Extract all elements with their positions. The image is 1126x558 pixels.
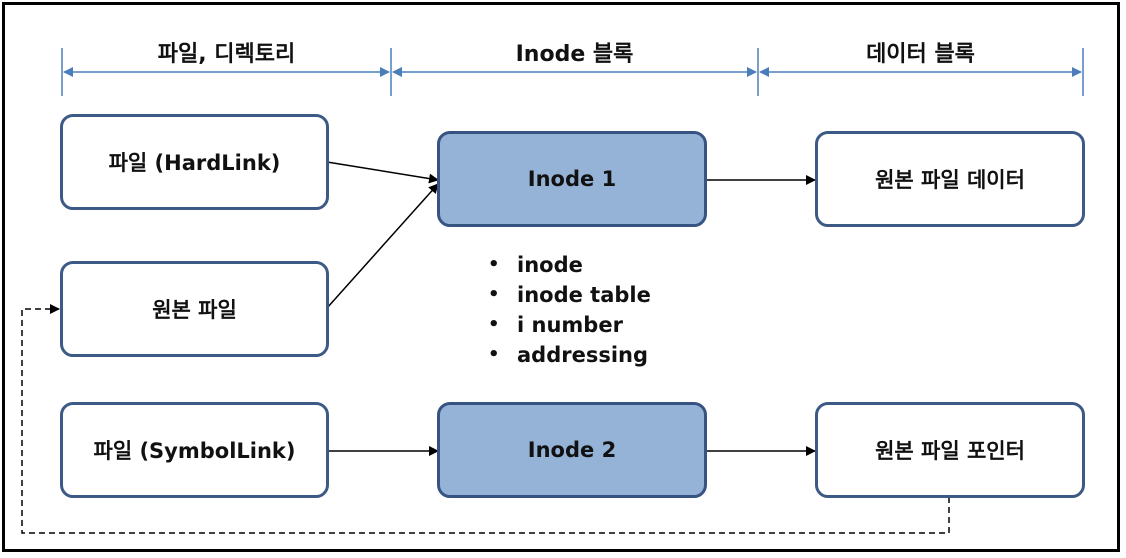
inode-notes-list: inode inode table i number addressing <box>488 250 651 370</box>
box-original-file: 원본 파일 <box>60 261 329 357</box>
box-original-file-data: 원본 파일 데이터 <box>815 131 1085 227</box>
header-data-block: 데이터 블록 <box>866 42 975 67</box>
box-file-symbollink: 파일 (SymbolLink) <box>60 402 329 498</box>
note-item: addressing <box>488 340 651 370</box>
arrow-original-to-inode1 <box>326 183 439 309</box>
header-inode-block: Inode 블록 <box>515 42 634 67</box>
box-file-hardlink: 파일 (HardLink) <box>60 114 329 210</box>
header-files-directories: 파일, 디렉토리 <box>157 42 296 67</box>
note-item: inode table <box>488 280 651 310</box>
note-item: inode <box>488 250 651 280</box>
box-original-file-pointer: 원본 파일 포인터 <box>815 402 1085 498</box>
diagram-frame <box>2 2 1120 552</box>
arrow-hardlink-to-inode1 <box>326 161 439 184</box>
box-inode-1: Inode 1 <box>437 131 707 227</box>
note-item: i number <box>488 310 651 340</box>
dashed-arrow-pointer-to-original <box>21 304 950 534</box>
box-inode-2: Inode 2 <box>437 402 707 498</box>
